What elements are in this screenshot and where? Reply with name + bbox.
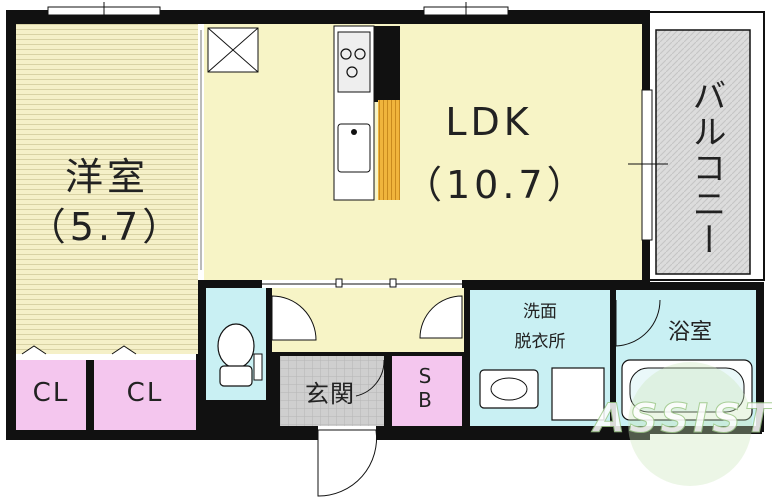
entrance-door: [317, 426, 378, 497]
shoe-box: [392, 356, 462, 426]
washbasin: [479, 369, 539, 409]
kitchen-counter: [333, 25, 400, 201]
window-top-ldk: [423, 2, 509, 20]
balcony: [641, 11, 765, 281]
washroom-label-line1: 洗面: [523, 302, 557, 322]
closet-2: [94, 360, 196, 430]
closet-doors: [16, 345, 196, 360]
window-top-left: [47, 2, 161, 20]
ldk-floor: [204, 24, 642, 280]
closet-2-label: CL: [126, 378, 164, 408]
closet-1-label: CL: [32, 378, 70, 408]
western-room-name: 洋室: [64, 155, 149, 199]
bathroom-door: [615, 299, 661, 347]
toilet: [217, 323, 263, 387]
shoe-box-door: [355, 359, 385, 397]
washroom-door: [419, 295, 463, 339]
ldk-size: （10.7）: [404, 163, 589, 207]
ldk-name: LDK: [445, 100, 533, 144]
western-room-size: （5.7）: [27, 205, 185, 249]
entrance-label: 玄関: [305, 380, 355, 408]
bathroom-label: 浴室: [667, 320, 712, 345]
closet-1: [16, 360, 86, 430]
bathroom-wall: [610, 282, 762, 290]
entrance-floor: [280, 356, 384, 426]
toilet-door: [271, 295, 317, 341]
balcony-name: バルコニー: [686, 78, 726, 258]
fridge-space: [207, 27, 259, 73]
washroom-label-line2: 脱衣所: [514, 332, 566, 352]
watermark-text: ASSIST: [593, 396, 772, 443]
western-room-floor: [16, 24, 198, 354]
balcony-door: [628, 89, 668, 241]
bathtub: [621, 359, 753, 421]
shoe-box-label: SB: [418, 364, 432, 412]
washing-machine-space: [551, 367, 605, 421]
watermark-circle: [628, 362, 752, 486]
ldk-doors: [262, 278, 462, 288]
